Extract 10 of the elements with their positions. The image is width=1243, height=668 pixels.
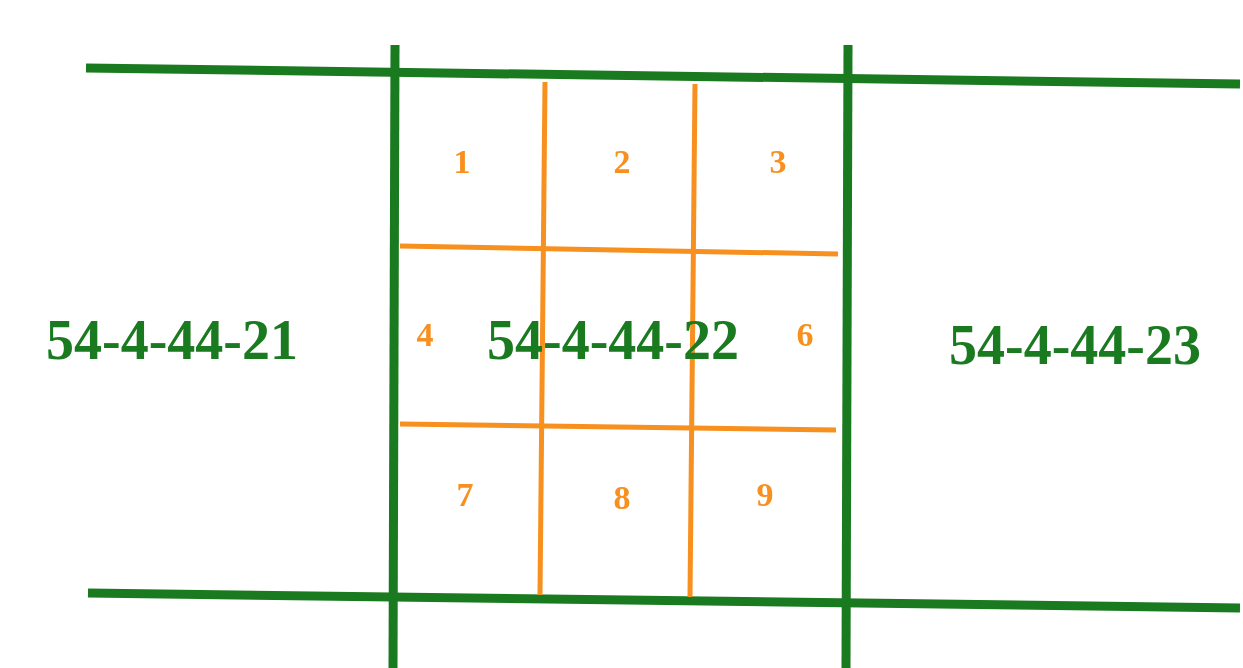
cell-number: 3 [769, 145, 787, 179]
sheet-number: 54-4-44-21 [46, 312, 298, 368]
cell-number: 4 [416, 318, 434, 352]
cell-number: 9 [756, 478, 774, 512]
cell-number: 2 [613, 145, 631, 179]
cell-number: 7 [456, 478, 474, 512]
cell-number: 8 [613, 481, 631, 515]
sheet-number: 54-4-44-23 [949, 317, 1201, 373]
cell-number: 6 [796, 318, 814, 352]
cell-number: 1 [453, 145, 471, 179]
